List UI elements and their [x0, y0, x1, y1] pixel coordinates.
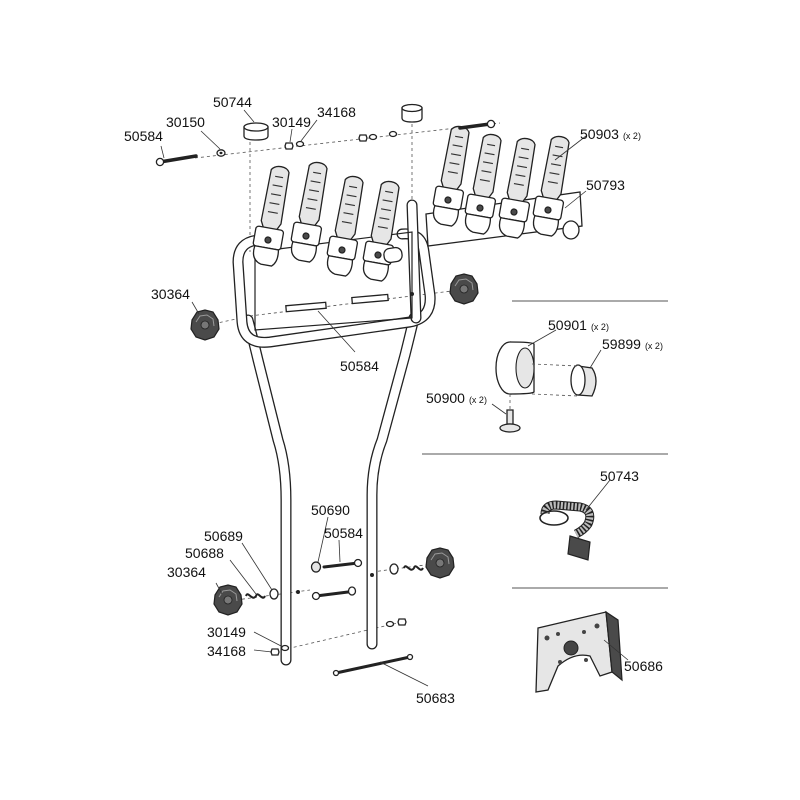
callout-50743: 50743: [600, 468, 643, 486]
callout-50584-middle: 50584: [340, 358, 383, 376]
part-number: 50903: [580, 126, 619, 142]
part-number: 50689: [204, 528, 243, 544]
part-quantity: (x 2): [644, 341, 663, 351]
callout-30364-upper: 30364: [151, 286, 194, 304]
knob-right-lower: [425, 547, 455, 579]
carrier-frame: [232, 199, 436, 666]
part-number: 50584: [340, 358, 379, 374]
callout-50584-lower: 50584: [324, 525, 367, 543]
leader-lines: [160, 109, 629, 687]
part-number: 30149: [272, 114, 311, 130]
part-number: 34168: [207, 643, 246, 659]
knob-right-upper: [449, 273, 479, 305]
callout-50584-top: 50584: [124, 128, 167, 146]
lower-hardware: [245, 558, 424, 677]
part-number: 59899: [602, 336, 641, 352]
part-number: 50690: [311, 502, 350, 518]
callout-50686: 50686: [624, 658, 667, 676]
sleeve-part: [495, 340, 535, 395]
part-number: 34168: [317, 104, 356, 120]
callout-50683: 50683: [416, 690, 459, 708]
callout-59899: 59899(x 2): [602, 336, 663, 354]
part-number: 50686: [624, 658, 663, 674]
part-number: 50584: [124, 128, 163, 144]
part-quantity: (x 2): [622, 131, 641, 141]
callout-50793: 50793: [586, 177, 629, 195]
top-hardware: [155, 103, 496, 167]
part-number: 50683: [416, 690, 455, 706]
knob-left-upper: [190, 309, 220, 341]
callout-50900: 50900(x 2): [426, 390, 487, 408]
clamp-group-left: [249, 159, 406, 283]
part-quantity: (x 2): [590, 322, 609, 332]
callout-50690: 50690: [311, 502, 354, 520]
insert-part: [531, 363, 597, 397]
part-number: 30364: [167, 564, 206, 580]
part-number: 50688: [185, 545, 224, 561]
screw-part: [499, 394, 521, 433]
part-number: 50584: [324, 525, 363, 541]
callout-34168: 34168: [317, 104, 360, 122]
callout-30150: 30150: [166, 114, 209, 132]
knob-left-lower: [213, 584, 243, 616]
strap-part: [539, 500, 595, 561]
part-number: 50901: [548, 317, 587, 333]
callout-50901: 50901(x 2): [548, 317, 609, 335]
part-number: 30364: [151, 286, 190, 302]
callout-50689: 50689: [204, 528, 247, 546]
part-number: 50900: [426, 390, 465, 406]
callout-50744: 50744: [213, 94, 256, 112]
callout-34168-lower: 34168: [207, 643, 250, 661]
callout-30149-lower: 30149: [207, 624, 250, 642]
part-number: 50744: [213, 94, 252, 110]
callout-50903: 50903(x 2): [580, 126, 641, 144]
part-number: 30150: [166, 114, 205, 130]
bracket-plate: [535, 610, 623, 693]
callout-50688: 50688: [185, 545, 228, 563]
callout-30149: 30149: [272, 114, 315, 132]
callout-30364-lower: 30364: [167, 564, 210, 582]
clamp-group-right: [425, 123, 583, 247]
part-quantity: (x 2): [468, 395, 487, 405]
part-number: 30149: [207, 624, 246, 640]
part-number: 50793: [586, 177, 625, 193]
part-number: 50743: [600, 468, 639, 484]
